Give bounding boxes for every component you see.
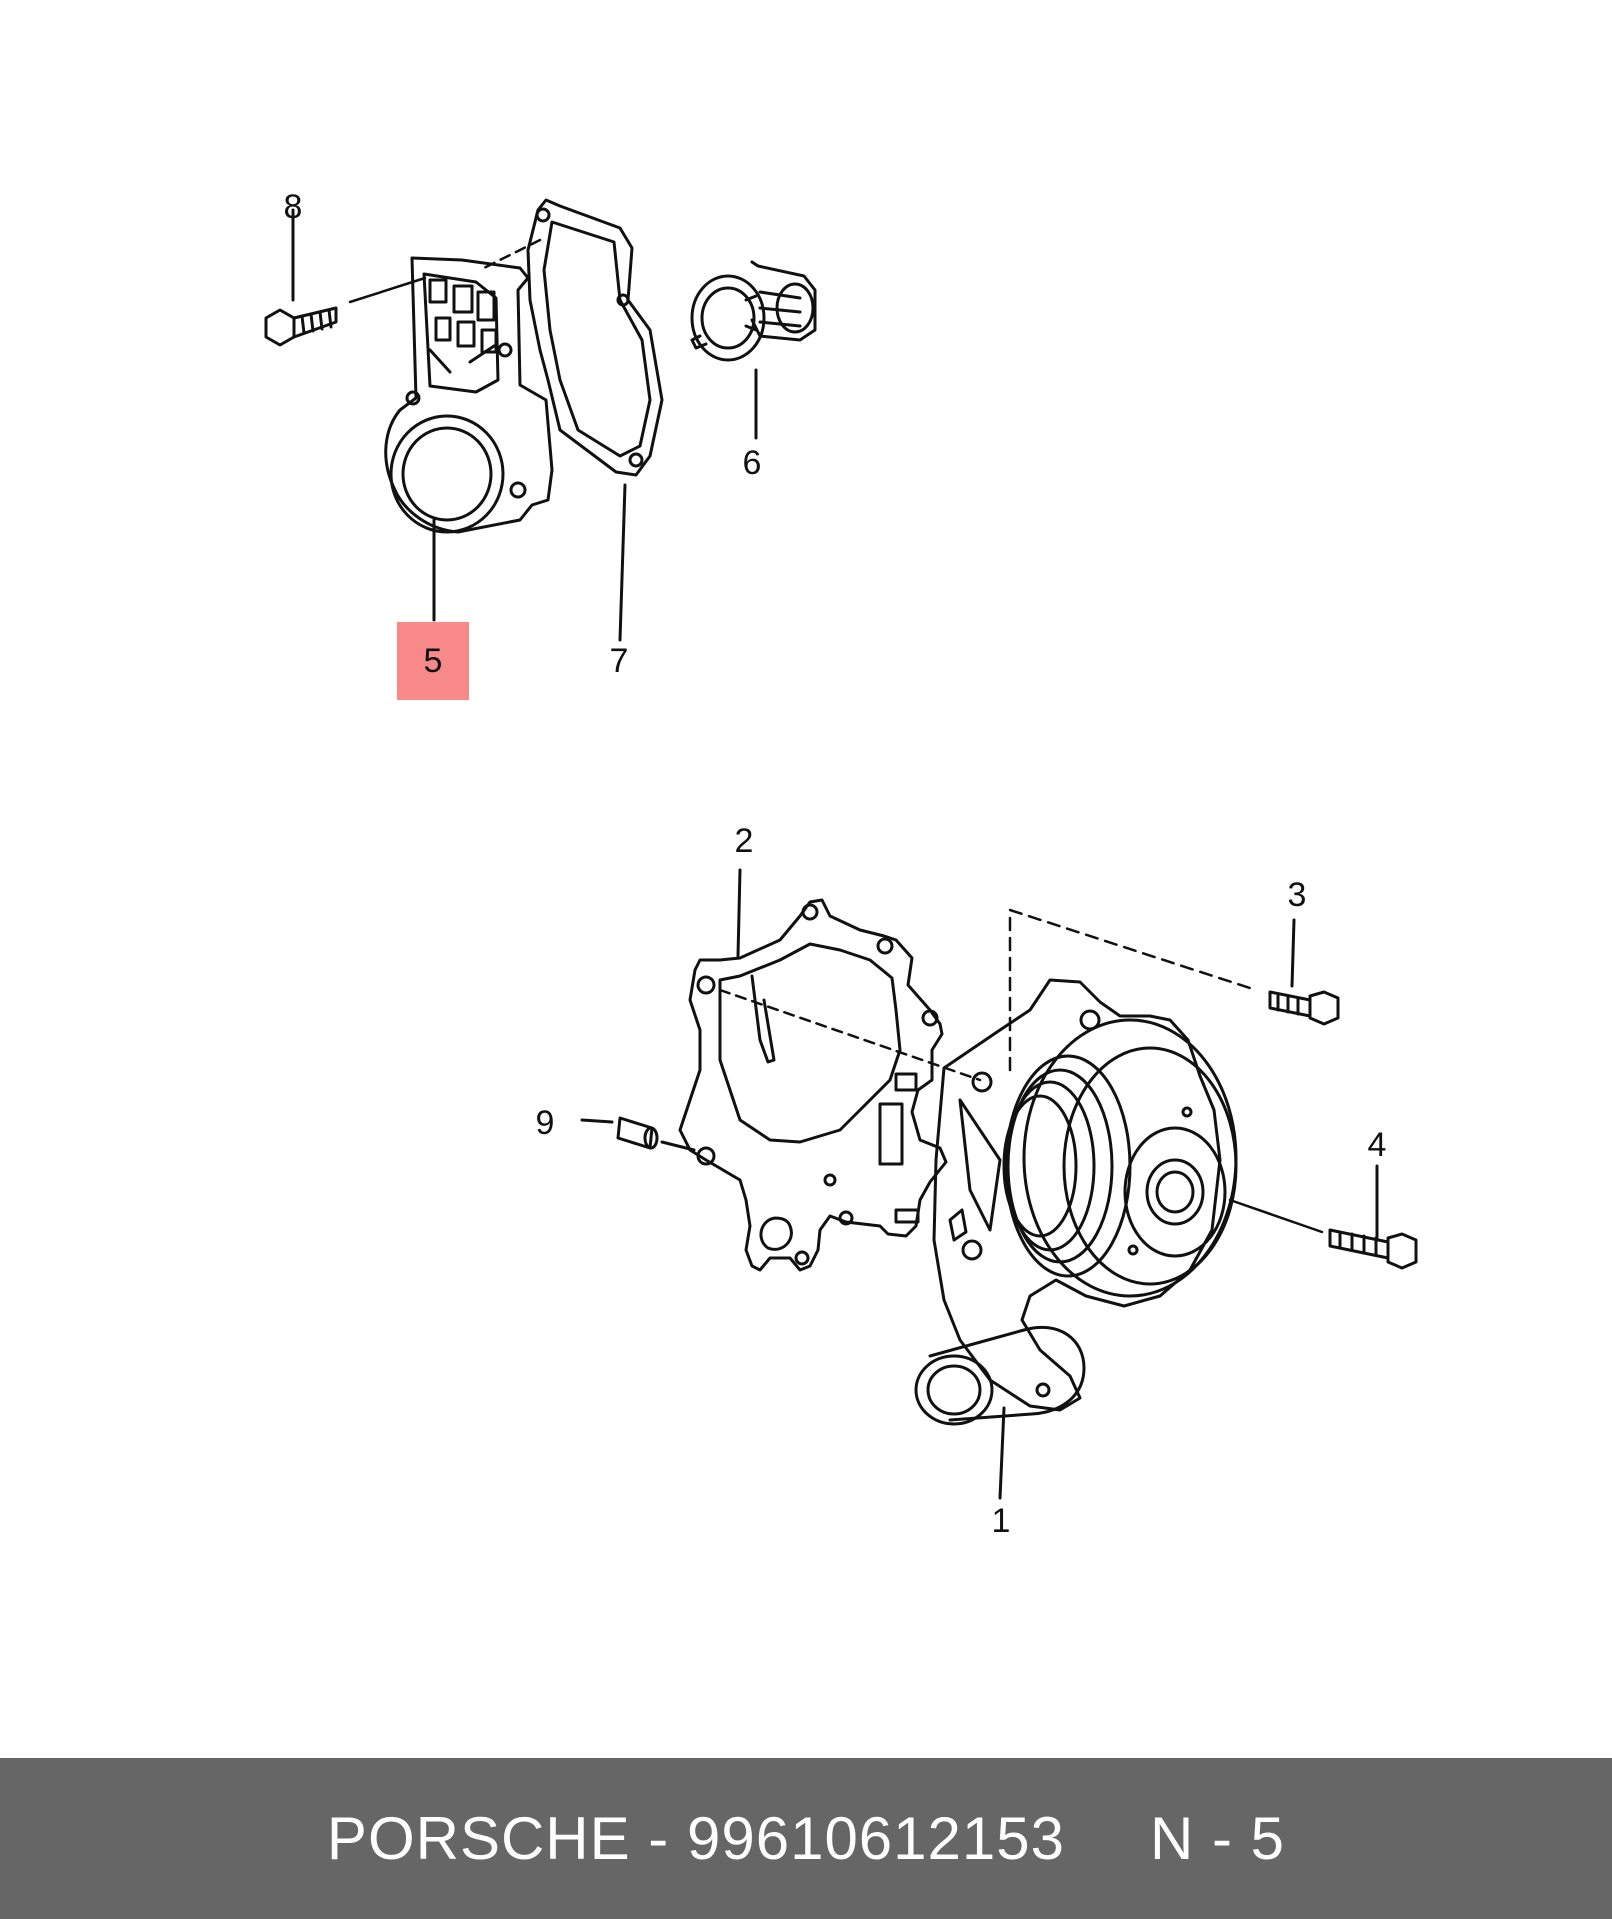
leader-2 <box>736 868 742 958</box>
callout-4: 4 <box>1368 1126 1387 1164</box>
gasket-2 <box>678 898 948 1272</box>
leader-7 <box>618 483 627 642</box>
leader-3 <box>1290 918 1296 988</box>
dowel-9 <box>616 1116 659 1150</box>
callout-6: 6 <box>743 444 762 482</box>
callout-2: 2 <box>735 822 754 860</box>
thermostat-6 <box>690 260 817 362</box>
dashed-line-7 <box>478 238 542 272</box>
bolt-3 <box>1268 990 1340 1026</box>
water-pump-1 <box>914 978 1238 1426</box>
callout-8: 8 <box>284 188 303 226</box>
leader-4-dashed <box>1228 1198 1324 1234</box>
footer-bar: PORSCHE - 99610612153 N - 5 <box>0 1758 1612 1919</box>
callout-1: 1 <box>992 1502 1011 1540</box>
leader-1 <box>998 1406 1006 1500</box>
callout-5: 5 <box>424 642 443 680</box>
callout-7: 7 <box>610 642 629 680</box>
callout-9: 9 <box>536 1104 555 1142</box>
callout-3: 3 <box>1288 876 1307 914</box>
part-number: PORSCHE - 99610612153 <box>326 1805 1066 1872</box>
leader-9 <box>580 1118 614 1124</box>
bolt-4 <box>1328 1228 1418 1270</box>
leader-9b <box>660 1140 696 1152</box>
thermostat-housing-5 <box>384 256 554 534</box>
bolt-8 <box>264 306 338 347</box>
diagram-position: N - 5 <box>1150 1805 1286 1872</box>
gasket-7 <box>526 198 664 477</box>
dashed-line-2 <box>718 988 982 1082</box>
parts-diagram: 8 5 7 6 2 3 4 9 1 <box>264 188 1418 1540</box>
dashed-line-3 <box>1008 908 1258 1072</box>
callout-5-highlight <box>397 622 469 700</box>
